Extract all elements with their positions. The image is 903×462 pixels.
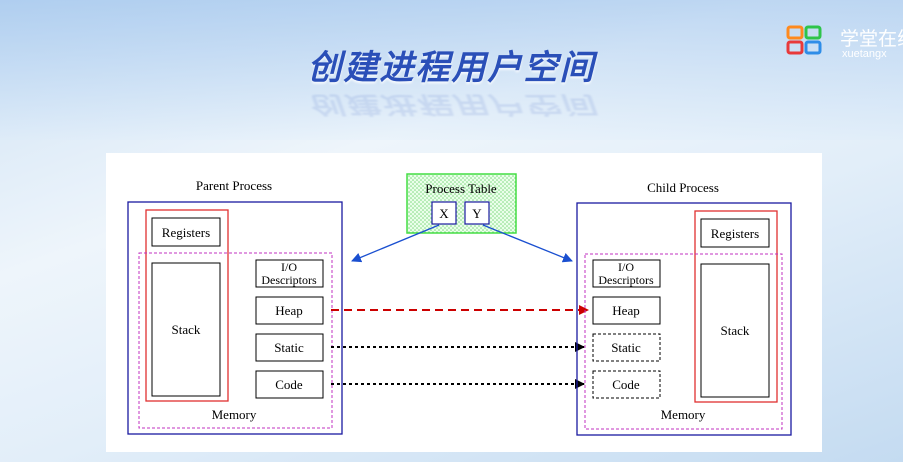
parent-register-stack-group	[145, 209, 229, 402]
child-registers-box	[700, 218, 770, 248]
child-io-box	[592, 259, 661, 288]
parent-code-label: Code	[275, 377, 303, 392]
child-code-box	[592, 370, 661, 399]
process-table-y-label: Y	[472, 206, 482, 221]
child-static-label: Static	[611, 340, 641, 355]
process-table-x-cell	[431, 201, 457, 225]
parent-static-box	[255, 333, 324, 362]
header-glow	[0, 0, 903, 140]
process-table-x-label: X	[439, 206, 449, 221]
parent-stack-label: Stack	[172, 322, 201, 337]
logo-name: 学堂在线	[840, 28, 903, 50]
process-diagram: Parent Process Registers Stack I/O Descr…	[127, 173, 792, 436]
child-registers-label: Registers	[711, 226, 759, 241]
child-register-stack-group	[694, 210, 778, 403]
parent-registers-box	[151, 217, 221, 247]
parent-registers-label: Registers	[162, 225, 210, 240]
child-memory-region	[584, 253, 783, 430]
parent-io-label-line2: Descriptors	[261, 273, 317, 287]
child-process-title: Child Process	[647, 180, 719, 195]
parent-memory-label: Memory	[212, 407, 257, 422]
pointer-x-to-parent-arrow	[351, 224, 440, 263]
parent-io-label-line1: I/O	[281, 260, 297, 274]
child-process-box	[576, 202, 792, 436]
parent-stack-box	[151, 262, 221, 397]
child-heap-box	[592, 296, 661, 325]
child-static-box	[592, 333, 661, 362]
process-table-title: Process Table	[425, 181, 497, 196]
xuetangx-logo-icon	[786, 25, 822, 55]
title-reflection: 创建进程用户空间	[307, 90, 596, 119]
parent-process-title: Parent Process	[196, 178, 272, 193]
parent-static-label: Static	[274, 340, 304, 355]
child-io-label-line1: I/O	[618, 260, 634, 274]
slide-title: 创建进程用户空间	[307, 48, 596, 88]
parent-io-box	[255, 259, 324, 288]
child-io-label-line2: Descriptors	[598, 273, 654, 287]
process-table-box	[406, 173, 517, 234]
parent-heap-box	[255, 296, 324, 325]
child-memory-label: Memory	[661, 407, 706, 422]
diagram-panel: Parent Process Registers Stack I/O Descr…	[106, 153, 822, 452]
parent-heap-label: Heap	[275, 303, 302, 318]
child-stack-box	[700, 263, 770, 398]
parent-process-box	[127, 201, 343, 435]
child-heap-label: Heap	[612, 303, 639, 318]
process-table-y-cell	[464, 201, 490, 225]
child-stack-label: Stack	[721, 323, 750, 338]
child-code-label: Code	[612, 377, 640, 392]
parent-code-box	[255, 370, 324, 399]
parent-memory-region	[138, 252, 333, 429]
pointer-y-to-child-arrow	[482, 224, 573, 263]
logo-subtitle: xuetangx	[842, 48, 887, 60]
